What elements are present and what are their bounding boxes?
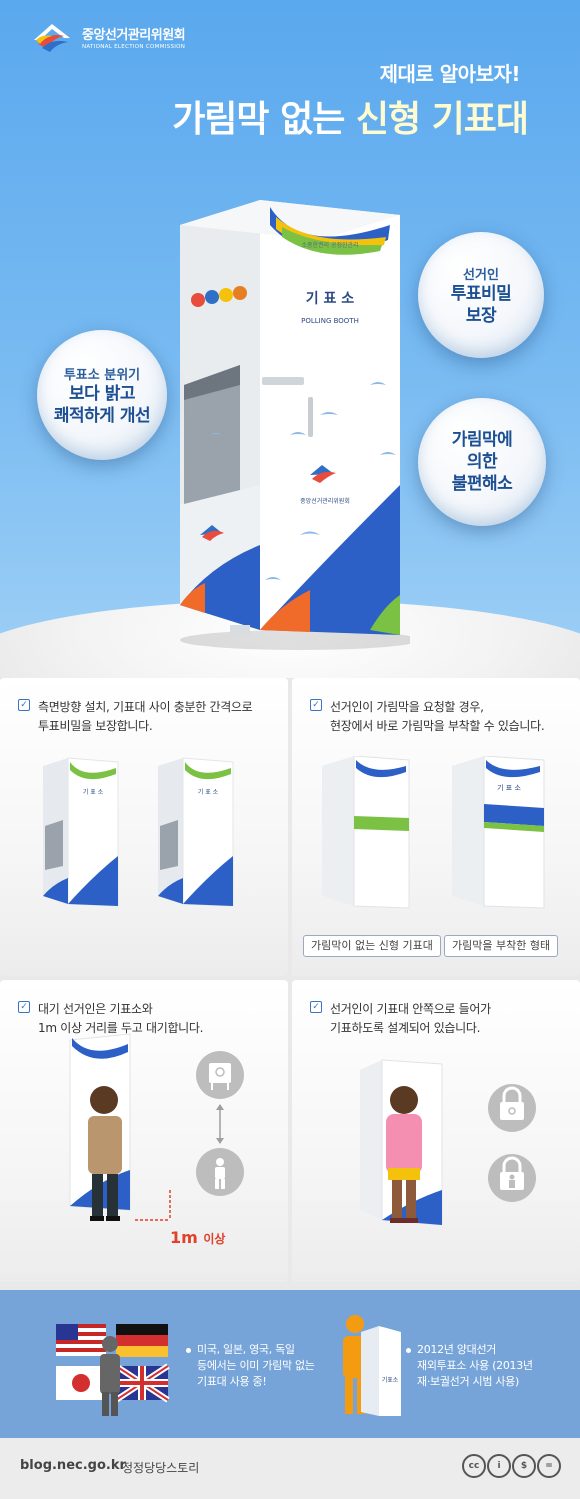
bubble-secrecy-line2: 투표비밀 <box>450 283 512 304</box>
bubble-inconvenience: 가림막에 의한 불편해소 <box>418 398 546 526</box>
booth-open <box>322 756 410 909</box>
band1-line3: 기표대 사용 중! <box>197 1375 267 1388</box>
panel-curtain-attach-caption: ✓ 선거인이 가림막을 요청할 경우, 현장에서 바로 가림막을 부착할 수 있… <box>310 698 545 736</box>
booth-with-curtain: 기 표 소 <box>452 756 545 909</box>
band1-line1: 미국, 일본, 영국, 독일 <box>197 1343 295 1356</box>
voter-inside-illustration <box>360 1059 536 1226</box>
cc-noncommercial-icon[interactable]: $ <box>512 1454 536 1478</box>
check-icon: ✓ <box>18 1001 30 1013</box>
tag-no-curtain: 가림막이 없는 신형 기표대 <box>303 935 441 957</box>
bullet-icon <box>186 1347 191 1353</box>
band-item-overseas: 2012년 양대선거 재외투표소 사용 (2013년 재·보궐선거 시범 사용) <box>406 1342 533 1390</box>
booth-small-a: 기 표 소 <box>43 757 119 907</box>
bubble-secrecy-line1: 선거인 <box>463 267 499 283</box>
footer: blog.nec.go.kr 정정당당스토리 cc i $ = <box>0 1438 580 1499</box>
band2-line2: 재외투표소 사용 (2013년 <box>417 1359 533 1372</box>
booth-org: 중앙선거관리위원회 <box>300 497 350 505</box>
panel-inside-design: ✓ 선거인이 기표대 안쪽으로 들어가 기표하도록 설계되어 있습니다. <box>292 980 580 1282</box>
two-booths-illustration: 기 표 소 기 표 소 <box>43 757 234 907</box>
check-icon: ✓ <box>310 1001 322 1013</box>
panel1-line1: 측면방향 설치, 기표대 사이 충분한 간격으로 <box>38 700 253 714</box>
panel-curtain-attach: ✓ 선거인이 가림막을 요청할 경우, 현장에서 바로 가림막을 부착할 수 있… <box>292 678 580 976</box>
info-band: 미국, 일본, 영국, 독일 등에서는 이미 가림막 없는 기표대 사용 중! … <box>0 1290 580 1438</box>
bubble-atmosphere: 투표소 분위기 보다 밝고 쾌적하게 개선 <box>37 330 167 460</box>
panel-waiting-distance-caption: ✓ 대기 선거인은 기표소와 1m 이상 거리를 두고 대기합니다. <box>18 1000 203 1038</box>
curtain-booths-illustration: 기 표 소 <box>322 756 545 909</box>
flag-germany-icon <box>116 1324 168 1357</box>
cc-attribution-icon[interactable]: i <box>487 1454 511 1478</box>
distance-suffix: 이상 <box>203 1232 226 1246</box>
blog-url-link[interactable]: blog.nec.go.kr <box>20 1458 126 1473</box>
check-icon: ✓ <box>18 699 30 711</box>
svg-text:기표소: 기표소 <box>382 1376 399 1384</box>
hero-title-highlight: 신형 기표대 <box>355 99 529 140</box>
booth-slogan: 소중한권리 공정한관리 <box>301 241 358 249</box>
band2-line3: 재·보궐선거 시범 사용) <box>417 1375 519 1388</box>
band-item-countries: 미국, 일본, 영국, 독일 등에서는 이미 가림막 없는 기표대 사용 중! <box>186 1342 315 1390</box>
cc-license-icon[interactable]: cc <box>462 1454 486 1478</box>
logo-name-ko: 중앙선거관리위원회 <box>82 28 186 43</box>
band1-line2: 등에서는 이미 가림막 없는 <box>197 1359 315 1372</box>
hero-section: 중앙선거관리위원회 NATIONAL ELECTION COMMISSION 제… <box>0 0 580 678</box>
cc-noderivs-icon[interactable]: = <box>537 1454 561 1478</box>
hero-subtitle: 제대로 알아보자! <box>379 62 521 86</box>
flag-uk-icon <box>114 1363 170 1403</box>
check-icon: ✓ <box>310 699 322 711</box>
polling-booth-illustration: 기 표 소 POLLING BOOTH 소중한권리 공정한관리 중앙선거관리위원… <box>180 200 410 650</box>
nec-logo[interactable]: 중앙선거관리위원회 NATIONAL ELECTION COMMISSION <box>30 20 186 54</box>
logo-name-en: NATIONAL ELECTION COMMISSION <box>82 44 186 50</box>
panel4-line1: 선거인이 기표대 안쪽으로 들어가 <box>330 1002 491 1016</box>
booth-small-b: 기 표 소 <box>158 757 234 907</box>
panel-side-install: ✓ 측면방향 설치, 기표대 사이 충분한 간격으로 투표비밀을 보장합니다. … <box>0 678 288 976</box>
bullet-icon <box>406 1347 411 1353</box>
flag-usa-icon <box>56 1324 106 1356</box>
bubble-atmosphere-line3: 쾌적하게 개선 <box>53 405 151 426</box>
blog-name: 정정당당스토리 <box>122 1461 200 1475</box>
bubble-atmosphere-line1: 투표소 분위기 <box>63 367 141 383</box>
flag-japan-icon <box>56 1366 106 1400</box>
panel3-line2: 1m 이상 거리를 두고 대기합니다. <box>38 1021 204 1035</box>
orange-voter-illustration: 기표소 <box>343 1315 401 1416</box>
distance-value: 1m <box>170 1228 198 1247</box>
hero-title-prefix: 가림막 없는 <box>172 99 356 140</box>
bubble-secrecy-line3: 보장 <box>465 305 497 326</box>
panel4-line2: 기표하도록 설계되어 있습니다. <box>330 1021 481 1035</box>
tag-with-curtain: 가림막을 부착한 형태 <box>444 935 559 957</box>
panel2-line2: 현장에서 바로 가림막을 부착할 수 있습니다. <box>330 719 545 733</box>
booth-label-ko: 기 표 소 <box>306 291 355 307</box>
hero-title: 가림막 없는 신형 기표대 <box>172 90 529 142</box>
panel3-line1: 대기 선거인은 기표소와 <box>38 1002 153 1016</box>
panel-waiting-distance: ✓ 대기 선거인은 기표소와 1m 이상 거리를 두고 대기합니다. <box>0 980 288 1282</box>
panel1-line2: 투표비밀을 보장합니다. <box>38 719 153 733</box>
panel-side-install-caption: ✓ 측면방향 설치, 기표대 사이 충분한 간격으로 투표비밀을 보장합니다. <box>18 698 253 736</box>
distance-label: 1m 이상 <box>170 1228 225 1247</box>
bubble-secrecy: 선거인 투표비밀 보장 <box>418 232 544 358</box>
country-flags-illustration <box>56 1324 170 1416</box>
panel-inside-design-caption: ✓ 선거인이 기표대 안쪽으로 들어가 기표하도록 설계되어 있습니다. <box>310 1000 491 1038</box>
bubble-inconvenience-line3: 의한 <box>466 452 498 472</box>
booth-label-en: POLLING BOOTH <box>301 317 359 325</box>
bubble-atmosphere-line2: 보다 밝고 <box>69 383 135 404</box>
panel2-line1: 선거인이 가림막을 요청할 경우, <box>330 700 484 714</box>
waiting-voter-illustration <box>69 1033 244 1221</box>
band2-line1: 2012년 양대선거 <box>417 1343 497 1356</box>
bubble-inconvenience-line4: 불편해소 <box>451 474 513 494</box>
svg-text:기 표 소: 기 표 소 <box>497 783 521 792</box>
svg-text:기 표 소: 기 표 소 <box>83 788 104 796</box>
bubble-inconvenience-line2: 가림막에 <box>451 430 513 450</box>
svg-text:기 표 소: 기 표 소 <box>198 788 219 796</box>
nec-logo-icon <box>34 24 70 52</box>
